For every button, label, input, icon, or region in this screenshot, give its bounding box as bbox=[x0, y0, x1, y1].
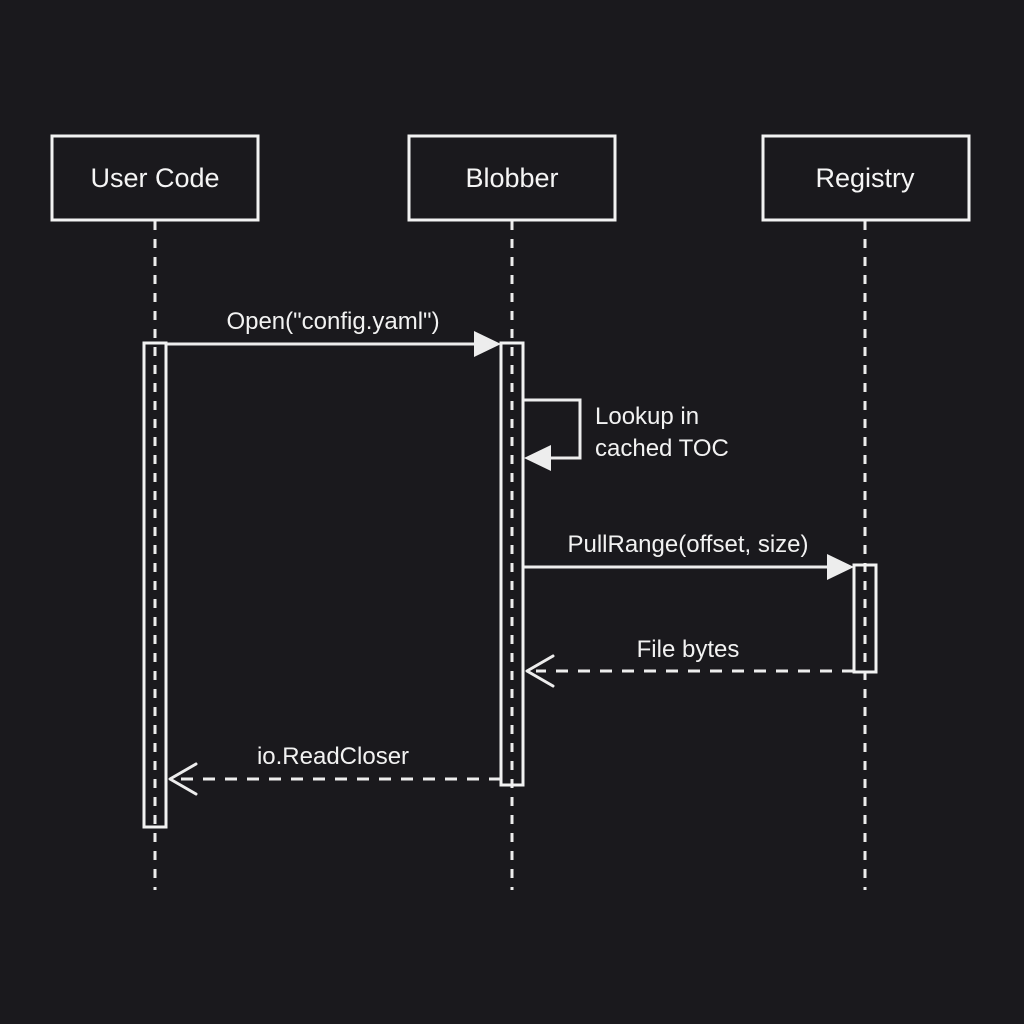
arrowhead-lookup-toc bbox=[524, 445, 551, 471]
message-label-file-bytes: File bytes bbox=[637, 636, 740, 663]
arrowhead-pull-range bbox=[827, 554, 854, 580]
activation-bar-registry bbox=[852, 563, 878, 674]
participant-label-user-code: User Code bbox=[90, 163, 219, 193]
participant-box-registry[interactable] bbox=[761, 134, 971, 222]
activation-bars bbox=[142, 341, 878, 829]
activation-bar-user-code bbox=[142, 341, 168, 829]
activation-bar-blobber bbox=[499, 341, 525, 787]
message-open-config[interactable]: Open("config.yaml") bbox=[166, 308, 501, 357]
participant-box-user-code[interactable] bbox=[50, 134, 260, 222]
participant-registry[interactable]: Registry bbox=[761, 134, 971, 222]
participant-label-registry: Registry bbox=[815, 163, 915, 193]
arrowhead-open-config bbox=[474, 331, 501, 357]
participant-user-code[interactable]: User Code bbox=[50, 134, 260, 222]
arrowhead-file-bytes bbox=[525, 654, 555, 688]
message-label-lookup-toc-line1: Lookup in bbox=[595, 403, 699, 430]
message-label-pull-range: PullRange(offset, size) bbox=[567, 531, 808, 558]
participant-blobber[interactable]: Blobber bbox=[407, 134, 617, 222]
arrowhead-io-readcloser bbox=[168, 762, 198, 796]
message-label-lookup-toc-line2: cached TOC bbox=[595, 435, 729, 462]
message-file-bytes[interactable]: File bytes bbox=[525, 636, 854, 688]
lifelines bbox=[153, 221, 867, 890]
message-pull-range[interactable]: PullRange(offset, size) bbox=[524, 531, 854, 580]
message-line-lookup-toc[interactable] bbox=[524, 398, 582, 460]
message-io-readcloser[interactable]: io.ReadCloser bbox=[168, 743, 501, 796]
participant-box-blobber[interactable] bbox=[407, 134, 617, 222]
message-label-io-readcloser: io.ReadCloser bbox=[257, 743, 409, 770]
message-lookup-toc[interactable]: Lookup in cached TOC bbox=[524, 398, 729, 471]
participant-label-blobber: Blobber bbox=[465, 163, 558, 193]
message-label-open-config: Open("config.yaml") bbox=[226, 308, 439, 335]
